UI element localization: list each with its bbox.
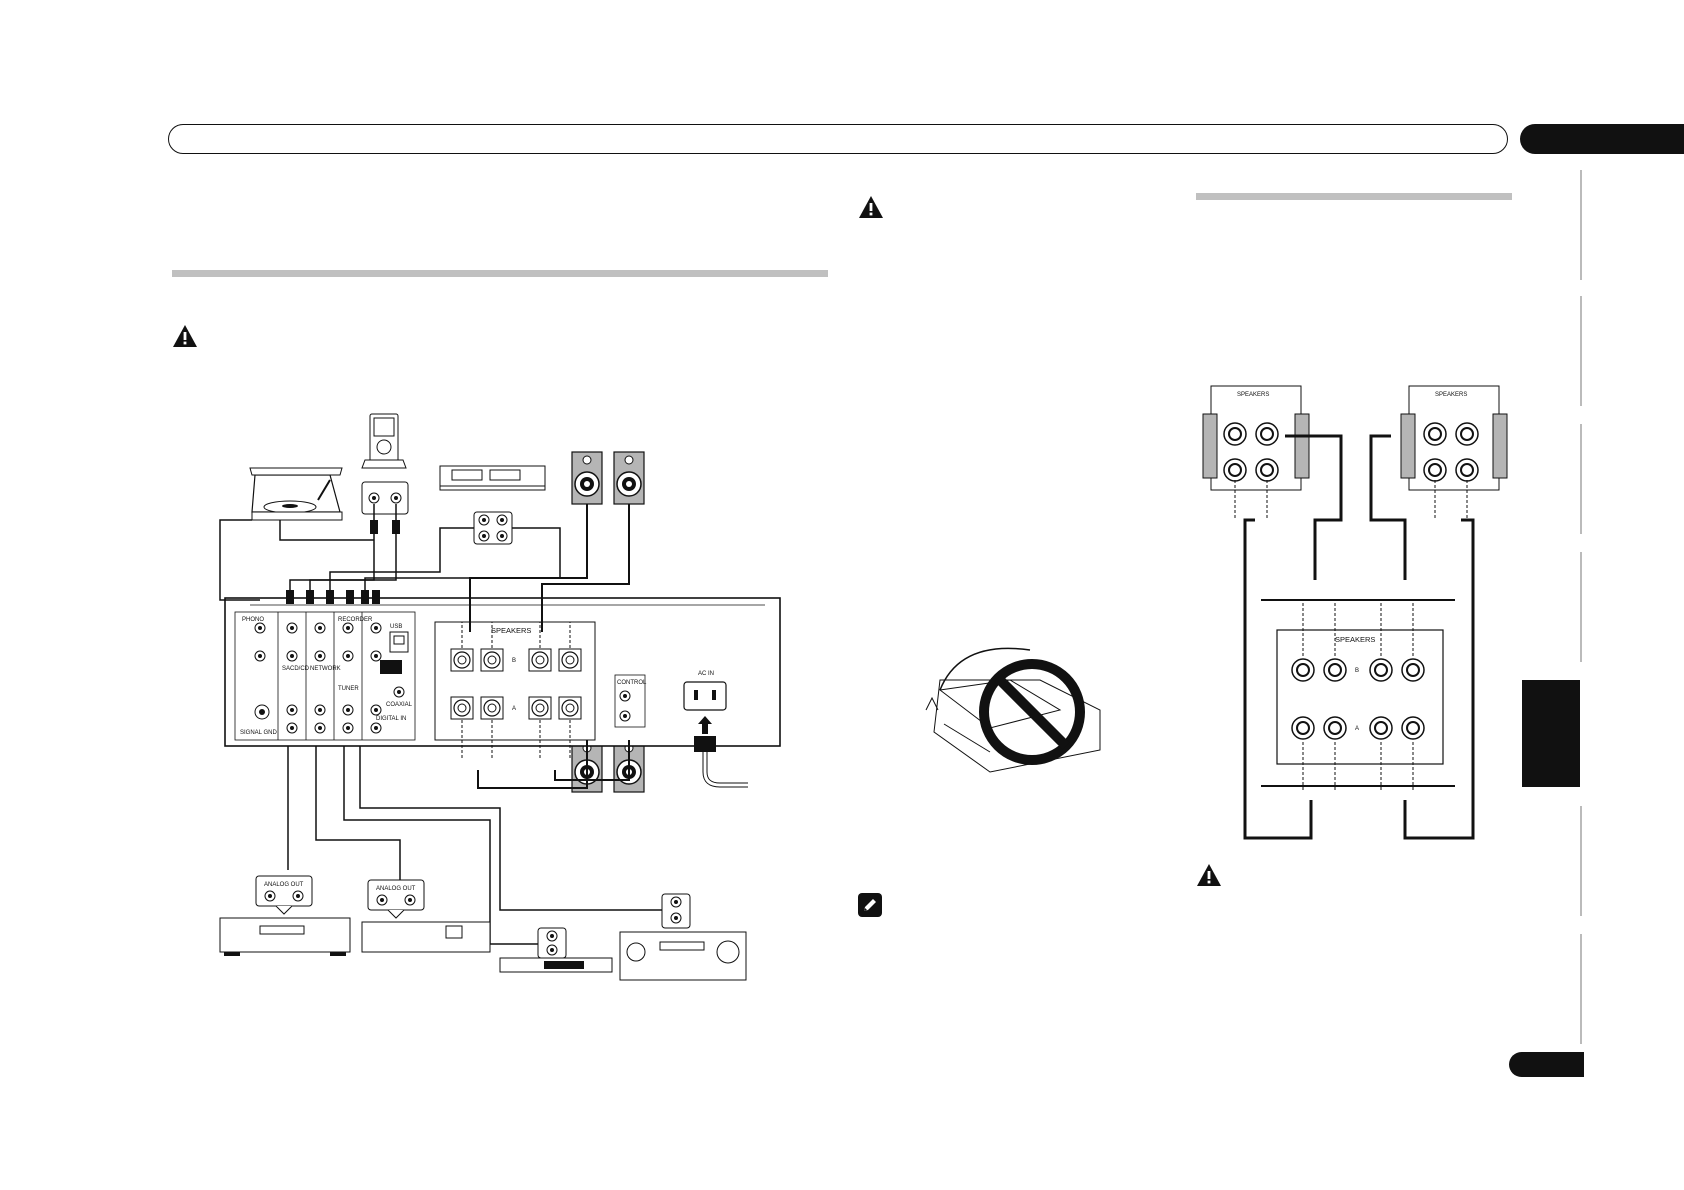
section-heading-rule: [1196, 193, 1512, 200]
svg-text:USB: USB: [390, 624, 402, 630]
ipod-dock: [361, 413, 409, 530]
side-index-divider: [1580, 170, 1582, 280]
svg-text:TUNER: TUNER: [338, 686, 359, 692]
prohibited-placement-illustration: [925, 647, 1101, 773]
svg-text:DIGITAL IN: DIGITAL IN: [376, 716, 406, 722]
svg-text:B: B: [1355, 668, 1359, 674]
tuner: [499, 927, 613, 973]
speaker-top-left: [571, 451, 603, 505]
side-index-divider: [1580, 552, 1582, 662]
svg-text:B: B: [512, 658, 516, 664]
caution-triangle-icon: [1197, 864, 1221, 886]
note-pencil-icon: [858, 893, 882, 917]
page-number-tab: [1509, 1052, 1584, 1077]
amplifier-rear-panel: PHONO SACD/CD NETWORK RECORDER TUNER USB…: [224, 597, 781, 788]
caution-triangle-icon: [859, 196, 883, 218]
svg-text:CONTROL: CONTROL: [617, 680, 647, 686]
chapter-tab: [1520, 124, 1684, 154]
speaker-top-right: [613, 451, 645, 505]
network-player: ANALOG OUT: [361, 879, 491, 953]
svg-text:SPEAKERS: SPEAKERS: [1237, 392, 1269, 398]
prohibited-circle-icon: [979, 659, 1085, 765]
connection-diagram: PHONO SACD/CD NETWORK RECORDER TUNER USB…: [219, 413, 781, 981]
cassette-deck: [439, 465, 546, 545]
svg-text:ANALOG OUT: ANALOG OUT: [376, 886, 416, 892]
svg-text:SACD/CD: SACD/CD: [282, 666, 310, 672]
svg-text:A: A: [512, 706, 516, 712]
side-index-divider: [1580, 934, 1582, 1044]
side-index-divider: [1580, 296, 1582, 406]
av-receiver: [619, 893, 747, 981]
svg-text:ANALOG OUT: ANALOG OUT: [264, 882, 304, 888]
speaker-back-right: SPEAKERS: [1400, 385, 1508, 491]
turntable: [249, 467, 343, 521]
svg-text:COAXIAL: COAXIAL: [386, 702, 413, 708]
svg-text:SPEAKERS: SPEAKERS: [491, 626, 531, 635]
side-index-divider: [1580, 424, 1582, 534]
svg-text:SIGNAL GND: SIGNAL GND: [240, 730, 277, 736]
svg-text:NETWORK: NETWORK: [310, 666, 341, 672]
svg-text:SPEAKERS: SPEAKERS: [1435, 392, 1467, 398]
side-index-active-tab: [1522, 680, 1580, 787]
bi-wiring-diagram: SPEAKERS SPEAKERS SPEAKERS B A: [1202, 385, 1508, 840]
svg-text:A: A: [1355, 726, 1359, 732]
side-index-divider: [1580, 806, 1582, 916]
amp-speaker-terminals: [1276, 629, 1444, 765]
svg-text:AC IN: AC IN: [698, 671, 714, 677]
svg-text:RECORDER: RECORDER: [338, 617, 373, 623]
sacd-player: ANALOG OUT: [219, 875, 351, 956]
page-header-bar: [168, 124, 1508, 154]
svg-text:SPEAKERS: SPEAKERS: [1335, 635, 1375, 644]
caution-triangle-icon: [173, 325, 197, 347]
svg-text:PHONO: PHONO: [242, 617, 264, 623]
speaker-back-left: SPEAKERS: [1202, 385, 1310, 491]
section-heading-rule: [172, 270, 828, 277]
